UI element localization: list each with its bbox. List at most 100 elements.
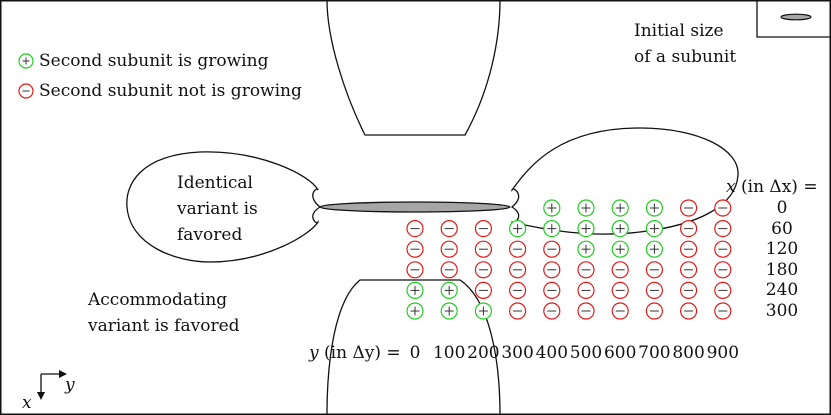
y-tick-label: 300 (501, 343, 534, 363)
growing-marker (543, 199, 561, 217)
growing-marker (645, 240, 664, 258)
growing-marker (577, 199, 595, 217)
not-growing-marker (679, 261, 698, 279)
x-tick-label: 180 (765, 259, 799, 280)
not-growing-marker (714, 302, 732, 320)
not-growing-marker (611, 281, 629, 299)
not-growing-marker (645, 302, 664, 320)
growing-marker (406, 302, 424, 320)
legend-not-growing-label: Second subunit not is growing (39, 81, 302, 101)
accommodating-label-line-2: variant is favored (88, 316, 240, 336)
x-axis-arrowhead (37, 392, 45, 400)
marker-grid (406, 199, 732, 320)
not-growing-marker (679, 281, 698, 299)
x-tick-label: 240 (765, 280, 799, 301)
not-growing-marker (474, 261, 492, 279)
not-growing-marker (440, 261, 458, 279)
not-growing-marker (440, 240, 458, 258)
y-tick-label: 900 (706, 343, 740, 363)
minus-marker-icon (18, 83, 34, 99)
accommodating-label-line-1: Accommodating (88, 290, 228, 310)
not-growing-marker (679, 220, 698, 238)
inset-caption-line-1: Initial size (634, 21, 724, 41)
x-axis-header: x (in Δx) = (726, 176, 818, 198)
growing-marker (645, 199, 664, 217)
initial-subunit-shape (780, 13, 812, 21)
not-growing-marker (714, 220, 732, 238)
not-growing-marker (679, 302, 698, 320)
not-growing-marker (474, 281, 492, 299)
growing-marker (406, 281, 424, 299)
not-growing-marker (577, 261, 595, 279)
not-growing-marker (645, 261, 664, 279)
y-tick-label: 200 (467, 343, 500, 363)
growing-marker (508, 220, 527, 238)
initial-size-inset (756, 0, 831, 38)
central-subunit-shape (319, 201, 511, 213)
inset-box (756, 0, 831, 38)
not-growing-marker (611, 261, 629, 279)
y-axis-arrowhead (59, 370, 67, 378)
not-growing-marker (645, 281, 664, 299)
inset-caption-line-2: of a subunit (634, 47, 737, 67)
growing-marker (474, 302, 492, 320)
corner-x-label: x (22, 393, 32, 413)
not-growing-marker (508, 281, 527, 299)
y-tick-label: 800 (672, 343, 705, 363)
not-growing-marker (508, 240, 527, 258)
y-tick-label: 400 (535, 343, 569, 363)
not-growing-marker (543, 261, 561, 279)
not-growing-marker (406, 220, 424, 238)
x-tick-label: 120 (765, 239, 799, 260)
growing-marker (440, 302, 458, 320)
not-growing-marker (474, 240, 492, 258)
identical-variant-label: Identical variant is favored (177, 170, 258, 248)
y-tick-label: 100 (432, 343, 466, 363)
not-growing-marker (714, 240, 732, 258)
not-growing-marker (714, 199, 732, 217)
not-growing-marker (543, 302, 561, 320)
not-growing-marker (543, 281, 561, 299)
inset-caption: Initial size of a subunit (634, 18, 736, 70)
not-growing-marker (714, 261, 732, 279)
legend-growing-label: Second subunit is growing (39, 51, 269, 71)
legend-not-growing: Second subunit not is growing (18, 80, 302, 102)
axis-arrows (37, 370, 67, 400)
not-growing-marker (714, 281, 732, 299)
growing-marker (611, 199, 629, 217)
top-lobe-outline (326, 0, 501, 136)
growing-marker (645, 220, 664, 238)
growing-marker (611, 240, 629, 258)
not-growing-marker (508, 261, 527, 279)
not-growing-marker (679, 199, 698, 217)
y-tick-label: 600 (603, 343, 637, 363)
not-growing-marker (406, 261, 424, 279)
y-tick-label: 700 (638, 343, 671, 363)
x-tick-label: 300 (765, 301, 799, 321)
left-lobe-outline (126, 151, 322, 263)
not-growing-marker (440, 220, 458, 238)
y-axis-header-unit: (in Δy) = (324, 343, 401, 363)
corner-y-label: y (65, 375, 75, 395)
accommodating-variant-label: Accommodating variant is favored (88, 287, 240, 339)
x-tick-label: 60 (771, 218, 793, 239)
growing-marker (577, 240, 595, 258)
bottom-lobe-outline (326, 279, 501, 415)
not-growing-marker (679, 240, 698, 258)
legend-growing: Second subunit is growing (18, 50, 268, 72)
x-tick-label: 0 (776, 198, 788, 218)
right-lobe-outline (510, 127, 739, 235)
growing-marker (577, 220, 595, 238)
not-growing-marker (543, 240, 561, 258)
not-growing-marker (611, 302, 629, 320)
growing-marker (611, 220, 629, 238)
not-growing-marker (577, 281, 595, 299)
not-growing-marker (508, 302, 527, 320)
identical-label-line-2: variant is (177, 199, 258, 219)
x-axis-header-var: x (726, 177, 736, 197)
not-growing-marker (406, 240, 424, 258)
growing-marker (440, 281, 458, 299)
